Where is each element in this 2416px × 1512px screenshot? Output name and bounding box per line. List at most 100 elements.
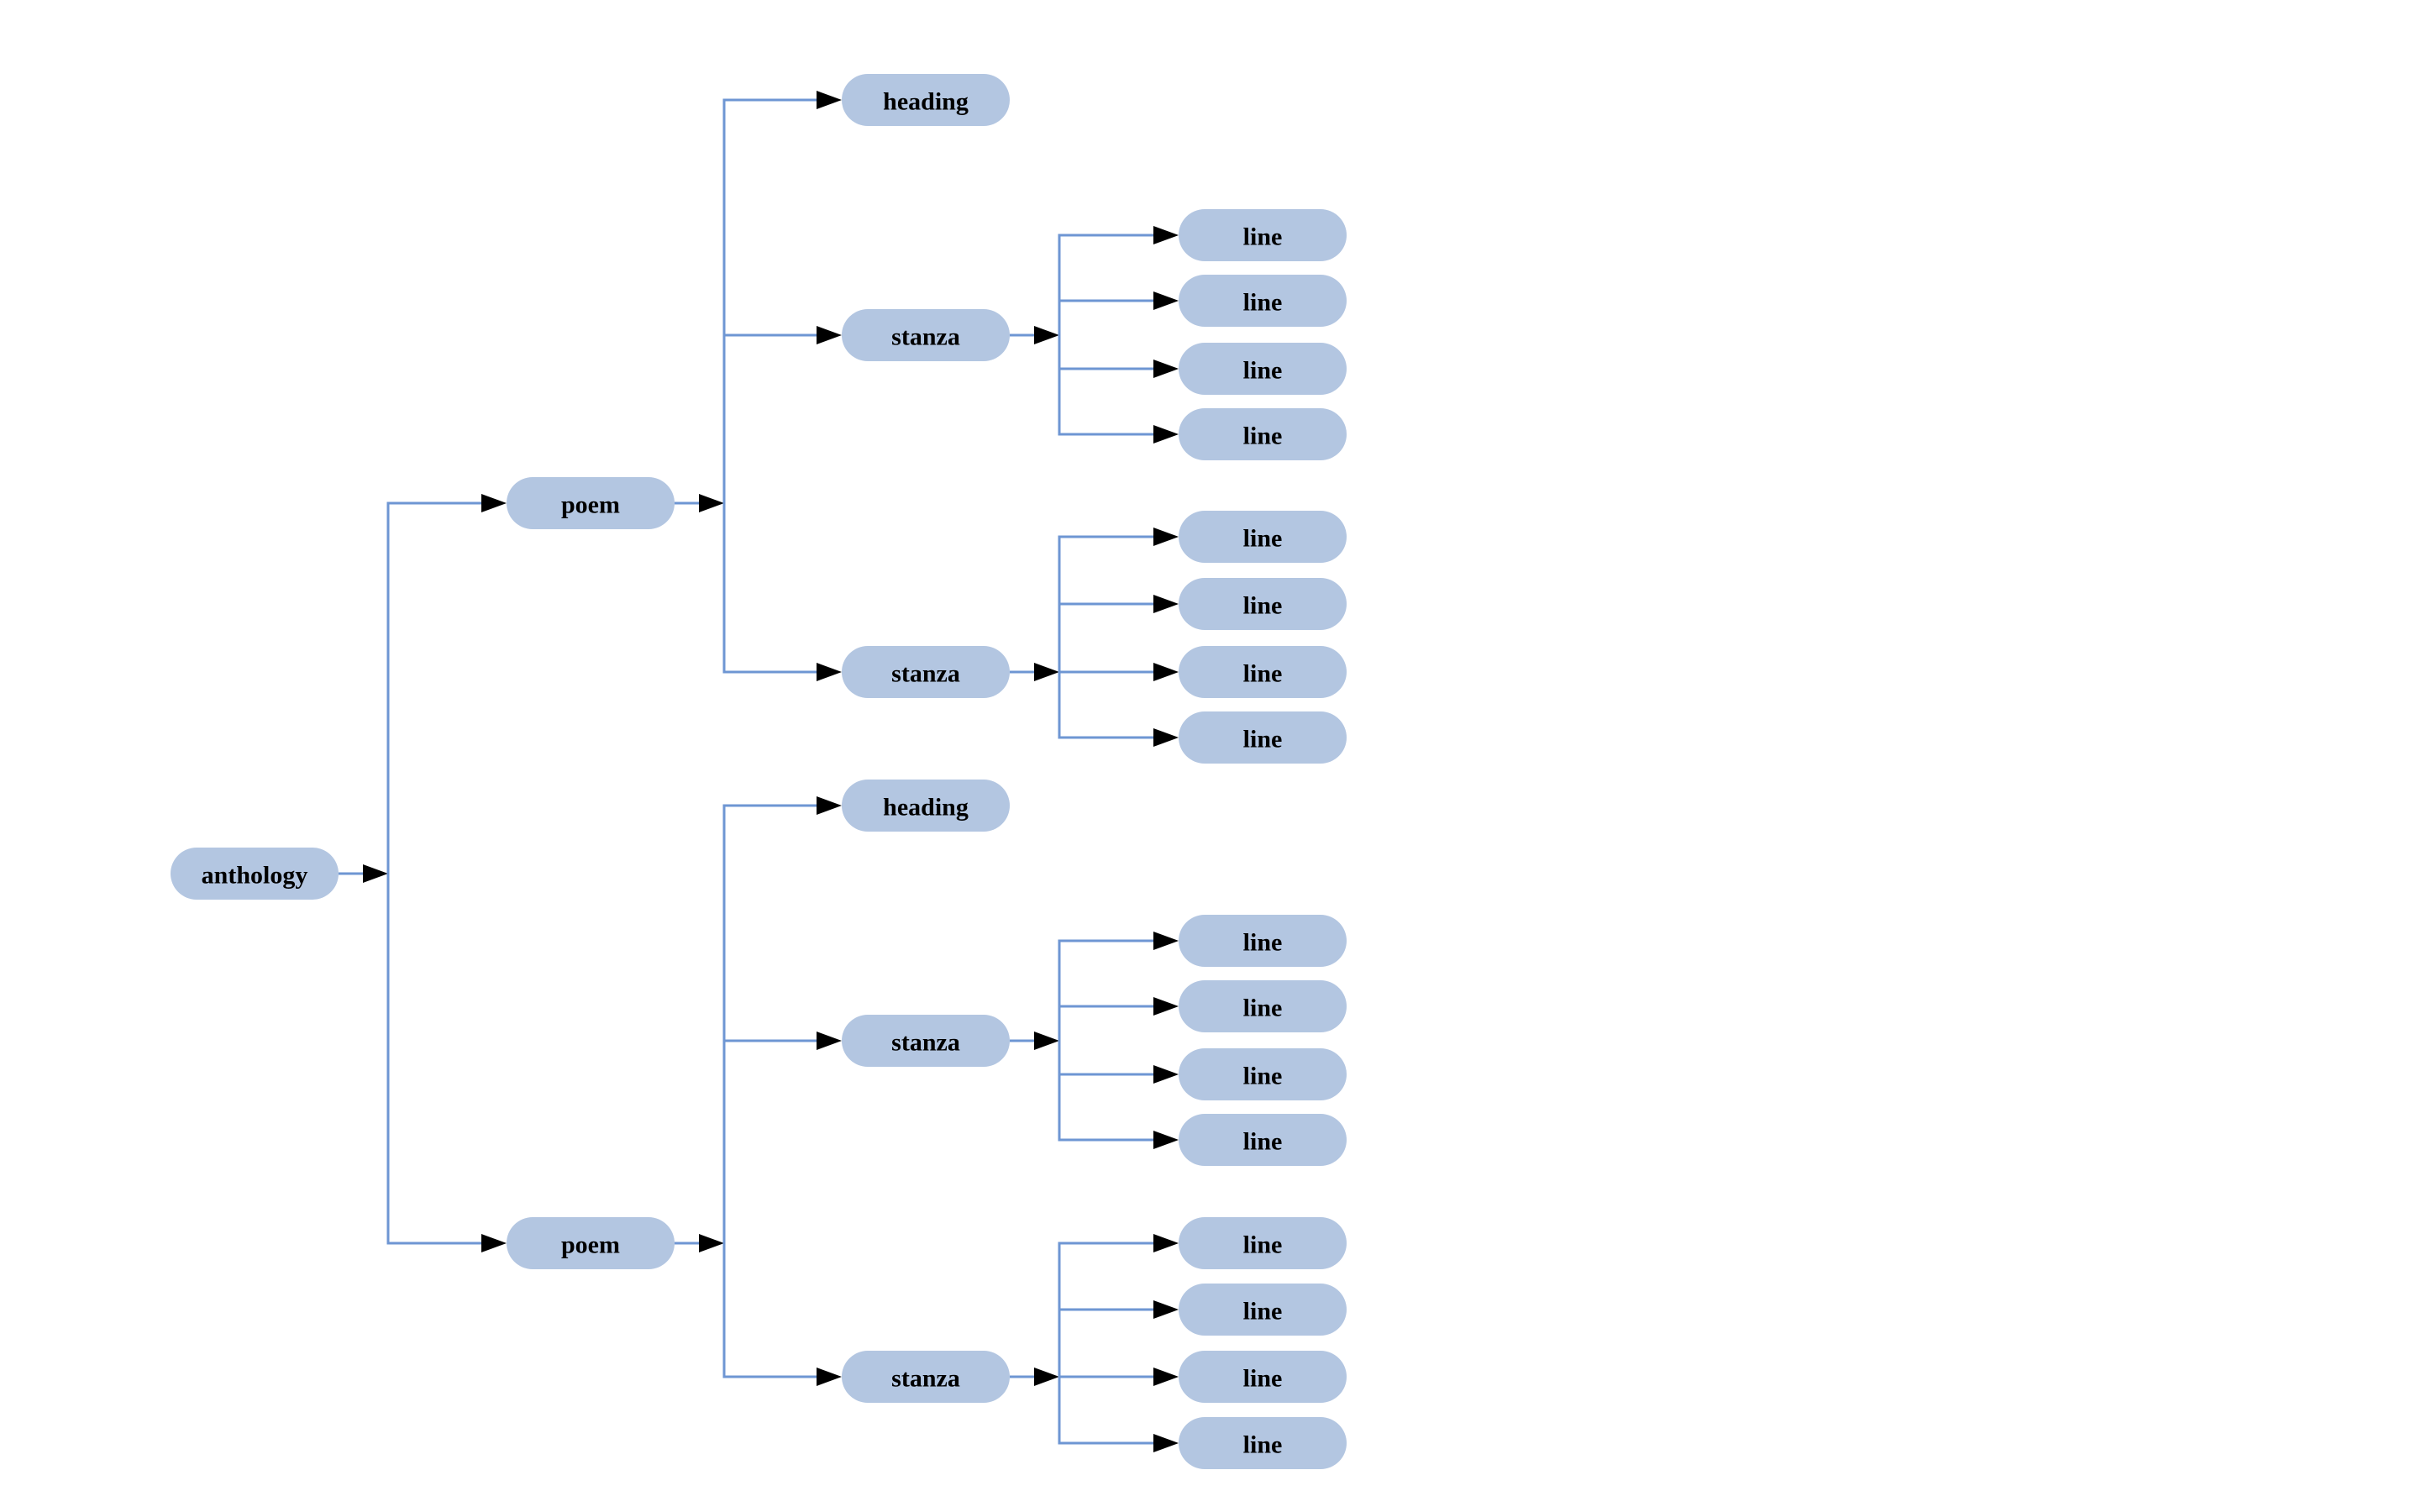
node-stanza3: stanza (842, 1015, 1010, 1067)
node-pill-line13 (1179, 1217, 1347, 1269)
node-line5: line (1179, 511, 1347, 563)
node-stanza4: stanza (842, 1351, 1010, 1403)
node-pill-heading1 (842, 74, 1010, 126)
nodes-layer: anthology poem poem heading stanza stanza head… (171, 74, 1347, 1469)
node-label-line8: line (1243, 726, 1283, 753)
node-label-line12: line (1243, 1128, 1283, 1156)
node-label-line2: line (1243, 289, 1283, 317)
arrowhead-stanza1-trunk (1034, 326, 1059, 344)
arrowhead-stanza3 (817, 1032, 842, 1050)
node-stanza1: stanza (842, 309, 1010, 361)
node-line3: line (1179, 343, 1347, 395)
node-pill-line10 (1179, 980, 1347, 1032)
node-label-line11: line (1243, 1063, 1283, 1090)
node-heading1: heading (842, 74, 1010, 126)
arrowhead-stanza2-trunk (1034, 663, 1059, 681)
node-label-stanza3: stanza (891, 1029, 960, 1057)
node-pill-stanza1 (842, 309, 1010, 361)
node-pill-stanza2 (842, 646, 1010, 698)
node-line13: line (1179, 1217, 1347, 1269)
node-pill-line2 (1179, 275, 1347, 327)
arrowhead-stanza3-trunk (1034, 1032, 1059, 1050)
arrowhead-line15 (1153, 1368, 1179, 1386)
arrowhead-line13 (1153, 1234, 1179, 1252)
node-stanza2: stanza (842, 646, 1010, 698)
arrowhead-line4 (1153, 425, 1179, 444)
node-label-stanza4: stanza (891, 1365, 960, 1393)
node-line1: line (1179, 209, 1347, 261)
node-line12: line (1179, 1114, 1347, 1166)
node-poem2: poem (507, 1217, 675, 1269)
node-label-line15: line (1243, 1365, 1283, 1393)
node-label-stanza1: stanza (891, 323, 960, 351)
node-pill-line15 (1179, 1351, 1347, 1403)
node-label-line4: line (1243, 423, 1283, 450)
node-label-line16: line (1243, 1431, 1283, 1459)
arrowhead-line12 (1153, 1131, 1179, 1149)
node-label-anthology: anthology (202, 862, 308, 890)
arrowhead-line6 (1153, 595, 1179, 613)
node-label-line13: line (1243, 1231, 1283, 1259)
node-pill-heading2 (842, 780, 1010, 832)
node-pill-line7 (1179, 646, 1347, 698)
node-label-stanza2: stanza (891, 660, 960, 688)
node-pill-poem1 (507, 477, 675, 529)
node-label-heading2: heading (883, 794, 969, 822)
node-pill-line3 (1179, 343, 1347, 395)
node-line2: line (1179, 275, 1347, 327)
arrowhead-line2 (1153, 291, 1179, 310)
node-label-line14: line (1243, 1298, 1283, 1326)
arrowhead-line3 (1153, 360, 1179, 378)
node-pill-line12 (1179, 1114, 1347, 1166)
arrowhead-poem2-trunk (699, 1234, 724, 1252)
node-pill-line6 (1179, 578, 1347, 630)
node-pill-line1 (1179, 209, 1347, 261)
node-line6: line (1179, 578, 1347, 630)
node-line16: line (1179, 1417, 1347, 1469)
arrowhead-poem1-trunk (699, 494, 724, 512)
arrowhead-poem1 (481, 494, 507, 512)
arrowhead-stanza1 (817, 326, 842, 344)
arrowhead-line10 (1153, 997, 1179, 1016)
node-label-line9: line (1243, 929, 1283, 957)
node-pill-line14 (1179, 1284, 1347, 1336)
node-pill-poem2 (507, 1217, 675, 1269)
node-line11: line (1179, 1048, 1347, 1100)
node-pill-line11 (1179, 1048, 1347, 1100)
node-anthology: anthology (171, 848, 339, 900)
arrowhead-stanza4 (817, 1368, 842, 1386)
node-line9: line (1179, 915, 1347, 967)
node-line15: line (1179, 1351, 1347, 1403)
node-label-poem1: poem (561, 491, 620, 519)
arrowhead-line14 (1153, 1300, 1179, 1319)
node-label-line3: line (1243, 357, 1283, 385)
node-pill-stanza4 (842, 1351, 1010, 1403)
node-pill-line16 (1179, 1417, 1347, 1469)
node-pill-stanza3 (842, 1015, 1010, 1067)
node-line8: line (1179, 711, 1347, 764)
node-heading2: heading (842, 780, 1010, 832)
node-label-line6: line (1243, 592, 1283, 620)
arrowhead-line1 (1153, 226, 1179, 244)
arrowhead-line16 (1153, 1434, 1179, 1452)
node-pill-anthology (171, 848, 339, 900)
arrowhead-poem2 (481, 1234, 507, 1252)
arrowhead-line7 (1153, 663, 1179, 681)
node-line10: line (1179, 980, 1347, 1032)
node-line14: line (1179, 1284, 1347, 1336)
arrowhead-stanza4-trunk (1034, 1368, 1059, 1386)
node-label-line10: line (1243, 995, 1283, 1022)
arrowhead-stanza2 (817, 663, 842, 681)
node-pill-line5 (1179, 511, 1347, 563)
node-pill-line8 (1179, 711, 1347, 764)
node-label-line7: line (1243, 660, 1283, 688)
arrowhead-line5 (1153, 528, 1179, 546)
arrowhead-heading1 (817, 91, 842, 109)
node-label-line1: line (1243, 223, 1283, 251)
arrowhead-line11 (1153, 1065, 1179, 1084)
node-pill-line4 (1179, 408, 1347, 460)
arrowhead-anthology-trunk (363, 864, 388, 883)
arrowhead-line8 (1153, 728, 1179, 747)
